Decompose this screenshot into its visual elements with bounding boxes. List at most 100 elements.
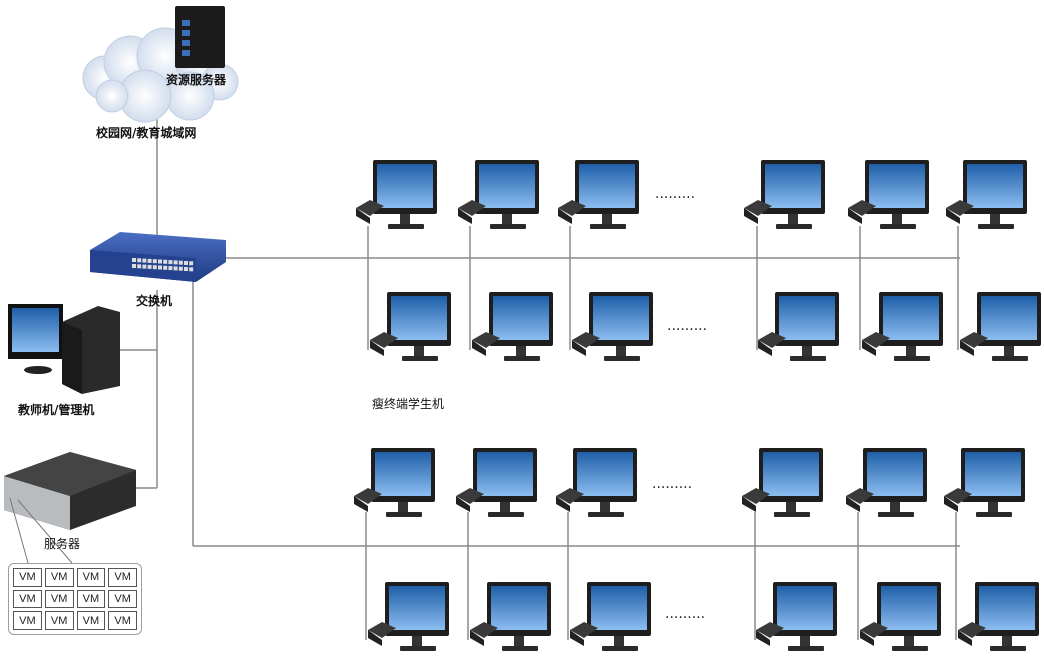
thin-client-box <box>848 200 876 216</box>
thin-client-terminal <box>456 448 537 517</box>
thin-client-side <box>558 208 572 224</box>
thin-client-terminal <box>558 160 639 229</box>
monitor-neck <box>904 636 914 646</box>
thin-client-box <box>742 488 770 504</box>
switch-port <box>132 258 136 262</box>
monitor-base <box>604 356 640 361</box>
monitor-neck <box>988 502 998 512</box>
thin-client-side <box>744 208 758 224</box>
thin-client-terminal <box>848 160 929 229</box>
server-front <box>4 476 70 530</box>
thin-client-box <box>744 200 772 216</box>
monitor-screen <box>979 586 1035 630</box>
thin-client-terminal <box>944 448 1025 517</box>
thin-client-box <box>758 332 786 348</box>
server-top <box>4 452 136 496</box>
monitor-screen <box>479 164 535 208</box>
thin-client-side <box>862 340 876 356</box>
thin-client-terminal <box>572 292 653 361</box>
monitor-screen <box>491 586 547 630</box>
vm-cell: VM <box>108 611 137 630</box>
thin-client-terminal <box>946 160 1027 229</box>
switch-port <box>142 264 147 269</box>
thin-client-side <box>960 340 974 356</box>
thin-client-box <box>572 332 600 348</box>
thin-client-side <box>958 630 972 646</box>
switch-port <box>189 267 194 272</box>
monitor-screen <box>881 586 937 630</box>
thin-client-box <box>862 332 890 348</box>
monitor-base <box>880 224 916 229</box>
vm-cell: VM <box>44 611 74 630</box>
monitor-base <box>894 356 930 361</box>
monitor-neck <box>516 346 526 356</box>
switch-port <box>168 266 173 271</box>
switch-port <box>152 259 157 264</box>
ellipsis-text: ......... <box>655 186 695 202</box>
thin-client-box <box>370 332 398 348</box>
thin-client-box <box>958 622 986 638</box>
monitor-neck <box>1002 636 1012 646</box>
monitor-base <box>402 356 438 361</box>
thin-client-side <box>470 630 484 646</box>
monitor-base <box>788 646 824 651</box>
vm-cell: VM <box>108 568 137 587</box>
monitor-neck <box>906 346 916 356</box>
thin-client-side <box>370 340 384 356</box>
thin-client-box <box>456 488 484 504</box>
monitor-screen <box>577 452 633 496</box>
vm-cell: VM <box>76 611 106 630</box>
monitor-screen <box>867 452 923 496</box>
thin-client-terminal <box>368 582 449 651</box>
monitor-neck <box>502 214 512 224</box>
monitor-neck <box>802 346 812 356</box>
monitor-base <box>488 512 524 517</box>
monitor-neck <box>600 502 610 512</box>
monitor-neck <box>602 214 612 224</box>
thin-client-box <box>354 488 382 504</box>
server-drive-light <box>182 40 190 46</box>
teacher-monitor-screen <box>12 308 59 352</box>
thin-client-side <box>758 340 772 356</box>
monitor-neck <box>614 636 624 646</box>
thin-client-box <box>472 332 500 348</box>
switch-port <box>168 260 173 265</box>
switch-port <box>184 261 188 265</box>
switch-port <box>173 260 178 265</box>
thin-client-terminal <box>742 448 823 517</box>
thin-client-terminal <box>458 160 539 229</box>
switch-port <box>158 265 162 270</box>
thin-client-side <box>368 630 382 646</box>
ellipsis-text: ......... <box>652 476 692 492</box>
thin-client-terminal <box>744 160 825 229</box>
thin-client-side <box>848 208 862 224</box>
thin-client-terminal <box>756 582 837 651</box>
monitor-base <box>504 356 540 361</box>
thin-client-side <box>570 630 584 646</box>
monitor-screen <box>477 452 533 496</box>
monitor-base <box>976 512 1012 517</box>
monitor-neck <box>788 214 798 224</box>
vm-connector <box>17 499 73 564</box>
thin-client-terminal <box>356 160 437 229</box>
thin-client-box <box>570 622 598 638</box>
monitor-neck <box>514 636 524 646</box>
monitor-base <box>878 512 914 517</box>
server-icon <box>4 452 136 530</box>
thin-client-box <box>860 622 888 638</box>
monitor-screen <box>391 296 447 340</box>
vm-cell: VM <box>76 589 106 609</box>
monitor-screen <box>883 296 939 340</box>
vm-connector <box>9 497 29 564</box>
switch-port <box>132 264 136 268</box>
monitor-screen <box>593 296 649 340</box>
thin-client-terminal <box>758 292 839 361</box>
switch-port <box>178 260 183 265</box>
monitor-base <box>990 646 1026 651</box>
monitor-base <box>774 512 810 517</box>
monitor-base <box>490 224 526 229</box>
thin-client-side <box>742 496 756 512</box>
teacher-monitor-base <box>24 366 52 374</box>
